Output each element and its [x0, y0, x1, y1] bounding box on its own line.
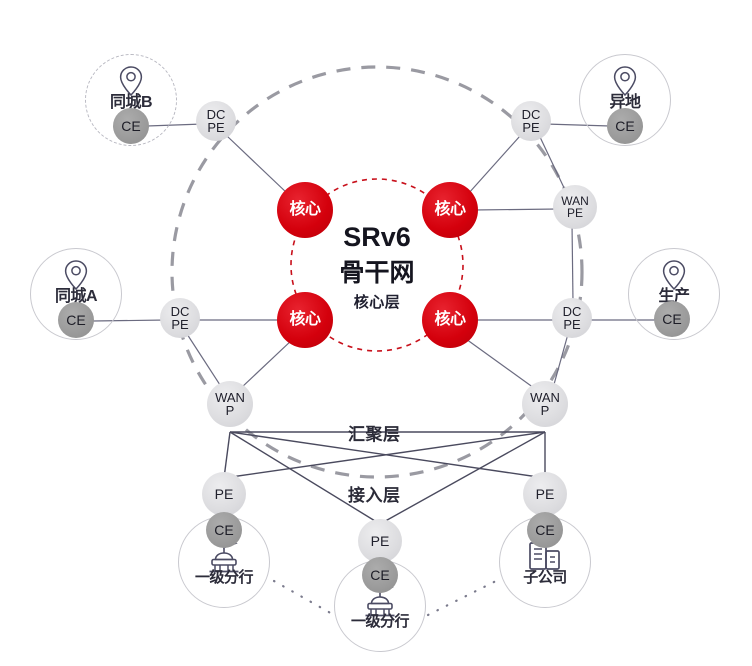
- node-label-line1: PE: [214, 485, 234, 502]
- node-pe-right[interactable]: PE: [523, 472, 567, 516]
- link-wanpe-r-dcpe-tr: [539, 136, 567, 193]
- link-wanp-l-core-bl: [240, 338, 294, 389]
- node-core-top-right[interactable]: 核心: [422, 182, 478, 238]
- site-label-tongcheng-b: 同城B: [109, 94, 153, 111]
- node-pe-left[interactable]: PE: [202, 472, 246, 516]
- site-label-branch-left: 一级分行: [194, 569, 254, 586]
- location-pin-icon: [613, 66, 637, 97]
- node-label-line2: PE: [563, 317, 581, 332]
- link-dcpe-tl-core-tl: [226, 135, 289, 195]
- node-label: 核心: [434, 200, 466, 218]
- node-ce-right[interactable]: CE: [654, 301, 690, 337]
- layer-label-access: 接入层: [348, 486, 401, 505]
- site-label-yidi: 异地: [609, 94, 641, 111]
- node-ce-bottom-mid[interactable]: CE: [362, 557, 398, 593]
- node-wanpe-right[interactable]: WAN PE: [553, 185, 597, 229]
- link-dcpe-tr-core-tr: [467, 135, 521, 195]
- node-ce-bottom-right[interactable]: CE: [527, 512, 563, 548]
- link-wanp-l-pe-left: [223, 431, 231, 479]
- site-label-branch-mid: 一级分行: [350, 613, 410, 630]
- node-label-line1: DC: [170, 303, 190, 319]
- node-label: 核心: [289, 200, 321, 218]
- link-wanpe-r-core-tr: [472, 208, 560, 211]
- link-wanpe-r-dcpe-br: [571, 222, 574, 303]
- site-label-subsidiary: 子公司: [523, 569, 567, 586]
- node-label-line1: DC: [521, 106, 541, 122]
- dotted-branch-left-to-mid: [272, 579, 336, 617]
- link-wanp-r-pe-mid: [379, 431, 546, 525]
- location-pin-icon: [64, 260, 88, 291]
- node-label-line2: PE: [566, 206, 583, 220]
- dotted-mid-to-subsidiary: [426, 579, 498, 617]
- node-label: 核心: [289, 310, 321, 328]
- node-ce-left[interactable]: CE: [58, 302, 94, 338]
- node-core-top-left[interactable]: 核心: [277, 182, 333, 238]
- node-wanp-right[interactable]: WAN P: [522, 381, 568, 427]
- site-tongcheng-b[interactable]: [85, 54, 177, 146]
- node-label-line1: PE: [370, 532, 390, 549]
- node-label-line1: DC: [206, 106, 226, 122]
- node-label-line1: DC: [562, 303, 582, 319]
- outer-dashed-ring: [170, 65, 584, 479]
- node-dcpe-bottom-left[interactable]: DC PE: [160, 298, 200, 338]
- site-tongcheng-a[interactable]: [30, 248, 122, 340]
- link-wanp-l-dcpe-bl: [186, 333, 223, 389]
- node-pe-mid[interactable]: PE: [358, 519, 402, 563]
- site-shengchan[interactable]: [628, 248, 720, 340]
- node-label: CE: [370, 566, 390, 583]
- node-ce-bottom-left[interactable]: CE: [206, 512, 242, 548]
- node-wanp-left[interactable]: WAN P: [207, 381, 253, 427]
- site-yidi[interactable]: [579, 54, 671, 146]
- layer-label-aggregation: 汇聚层: [348, 425, 401, 444]
- node-ce-top-left[interactable]: CE: [113, 108, 149, 144]
- node-label-line2: PE: [207, 120, 225, 135]
- node-label-line2: PE: [522, 120, 540, 135]
- location-pin-icon: [662, 260, 686, 291]
- node-dcpe-top-right[interactable]: DC PE: [511, 101, 551, 141]
- node-core-bottom-right[interactable]: 核心: [422, 292, 478, 348]
- aggregation-access-links: [223, 431, 546, 525]
- node-core-bottom-left[interactable]: 核心: [277, 292, 333, 348]
- link-wanp-r-pe-left: [223, 431, 546, 479]
- node-label: CE: [535, 521, 555, 538]
- site-label-tongcheng-a: 同城A: [54, 288, 98, 305]
- node-dcpe-bottom-right[interactable]: DC PE: [552, 298, 592, 338]
- node-label: CE: [66, 311, 86, 328]
- link-wanp-r-core-br: [465, 338, 535, 389]
- link-wanp-l-pe-mid: [229, 431, 381, 525]
- node-label-line1: WAN: [215, 389, 245, 405]
- node-dcpe-top-left[interactable]: DC PE: [196, 101, 236, 141]
- link-wanp-r-dcpe-br: [552, 333, 569, 389]
- center-layer-label: 核心层: [353, 294, 401, 311]
- node-label-line2: P: [225, 403, 235, 418]
- node-label: CE: [662, 310, 682, 327]
- node-label: CE: [615, 117, 635, 134]
- center-subtitle: 骨干网: [339, 259, 415, 287]
- node-label-line1: WAN: [530, 389, 560, 405]
- site-dotted-links: [272, 579, 498, 617]
- node-ce-top-right[interactable]: CE: [607, 108, 643, 144]
- node-label: CE: [214, 521, 234, 538]
- node-label-line1: PE: [535, 485, 555, 502]
- node-label: 核心: [434, 310, 466, 328]
- core-dashed-ring: [290, 178, 464, 352]
- node-label-line2: PE: [171, 317, 189, 332]
- center-title: SRv6: [343, 222, 411, 252]
- location-pin-icon: [119, 66, 143, 97]
- site-label-shengchan: 生产: [658, 288, 690, 305]
- node-label-line1: WAN: [561, 193, 589, 208]
- node-label: CE: [121, 117, 141, 134]
- node-label-line2: P: [540, 403, 550, 418]
